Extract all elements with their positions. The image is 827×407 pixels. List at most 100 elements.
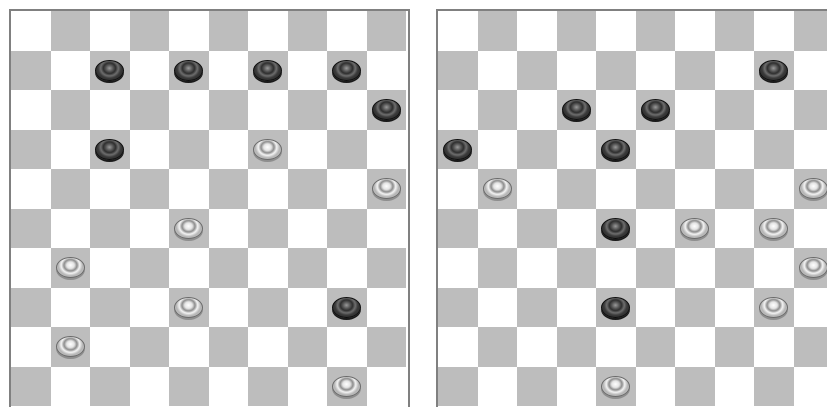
white-checker-piece[interactable] bbox=[56, 257, 85, 278]
board-square-dark[interactable] bbox=[478, 248, 518, 288]
board-square-dark[interactable] bbox=[90, 288, 130, 328]
board-square-dark[interactable] bbox=[715, 169, 755, 209]
white-checker-piece[interactable] bbox=[174, 218, 203, 239]
white-checker-piece[interactable] bbox=[799, 257, 827, 278]
board-square-dark[interactable] bbox=[517, 288, 557, 328]
board-square-dark[interactable] bbox=[11, 51, 51, 91]
white-checker-piece[interactable] bbox=[174, 297, 203, 318]
white-checker-piece[interactable] bbox=[799, 178, 827, 199]
board-square-dark[interactable] bbox=[517, 51, 557, 91]
board-square-dark[interactable] bbox=[367, 327, 407, 367]
board-square-dark[interactable] bbox=[557, 248, 597, 288]
board-square-dark[interactable] bbox=[209, 169, 249, 209]
white-checker-piece[interactable] bbox=[372, 178, 401, 199]
board-square-dark[interactable] bbox=[327, 209, 367, 249]
board-square-dark[interactable] bbox=[675, 367, 715, 407]
board-square-dark[interactable] bbox=[794, 90, 827, 130]
board-square-dark[interactable] bbox=[130, 248, 170, 288]
board-square-dark[interactable] bbox=[288, 11, 328, 51]
board-square-dark[interactable] bbox=[288, 90, 328, 130]
black-checker-piece[interactable] bbox=[562, 99, 591, 120]
board-square-dark[interactable] bbox=[517, 209, 557, 249]
white-checker-piece[interactable] bbox=[680, 218, 709, 239]
white-checker-piece[interactable] bbox=[253, 139, 282, 160]
board-square-dark[interactable] bbox=[90, 367, 130, 407]
white-checker-piece[interactable] bbox=[759, 218, 788, 239]
board-square-dark[interactable] bbox=[636, 169, 676, 209]
board-square-dark[interactable] bbox=[130, 327, 170, 367]
black-checker-piece[interactable] bbox=[174, 60, 203, 81]
board-square-dark[interactable] bbox=[11, 367, 51, 407]
board-square-dark[interactable] bbox=[715, 327, 755, 367]
board-square-dark[interactable] bbox=[438, 288, 478, 328]
black-checker-piece[interactable] bbox=[95, 60, 124, 81]
board-square-dark[interactable] bbox=[438, 51, 478, 91]
board-square-dark[interactable] bbox=[288, 327, 328, 367]
black-checker-piece[interactable] bbox=[332, 60, 361, 81]
board-square-dark[interactable] bbox=[794, 11, 827, 51]
board-square-dark[interactable] bbox=[557, 327, 597, 367]
board-square-dark[interactable] bbox=[51, 169, 91, 209]
board-square-dark[interactable] bbox=[90, 209, 130, 249]
board-square-dark[interactable] bbox=[51, 90, 91, 130]
white-checker-piece[interactable] bbox=[56, 336, 85, 357]
board-square-dark[interactable] bbox=[209, 90, 249, 130]
right-checkerboard[interactable] bbox=[436, 9, 827, 407]
white-checker-piece[interactable] bbox=[483, 178, 512, 199]
black-checker-piece[interactable] bbox=[372, 99, 401, 120]
black-checker-piece[interactable] bbox=[759, 60, 788, 81]
white-checker-piece[interactable] bbox=[759, 297, 788, 318]
board-square-dark[interactable] bbox=[11, 288, 51, 328]
board-square-dark[interactable] bbox=[636, 248, 676, 288]
board-square-dark[interactable] bbox=[557, 169, 597, 209]
left-checkerboard[interactable] bbox=[9, 9, 410, 407]
board-square-dark[interactable] bbox=[169, 367, 209, 407]
black-checker-piece[interactable] bbox=[601, 139, 630, 160]
board-square-dark[interactable] bbox=[209, 248, 249, 288]
board-square-dark[interactable] bbox=[248, 209, 288, 249]
black-checker-piece[interactable] bbox=[601, 218, 630, 239]
board-square-dark[interactable] bbox=[636, 327, 676, 367]
board-square-dark[interactable] bbox=[130, 90, 170, 130]
board-square-dark[interactable] bbox=[11, 130, 51, 170]
board-square-dark[interactable] bbox=[327, 130, 367, 170]
board-square-dark[interactable] bbox=[209, 327, 249, 367]
board-square-dark[interactable] bbox=[288, 169, 328, 209]
board-square-dark[interactable] bbox=[557, 11, 597, 51]
board-square-dark[interactable] bbox=[754, 130, 794, 170]
board-square-dark[interactable] bbox=[11, 209, 51, 249]
board-square-dark[interactable] bbox=[438, 367, 478, 407]
board-square-dark[interactable] bbox=[596, 51, 636, 91]
black-checker-piece[interactable] bbox=[332, 297, 361, 318]
board-square-dark[interactable] bbox=[517, 130, 557, 170]
board-square-dark[interactable] bbox=[130, 169, 170, 209]
board-square-dark[interactable] bbox=[675, 130, 715, 170]
white-checker-piece[interactable] bbox=[332, 376, 361, 397]
board-square-dark[interactable] bbox=[754, 367, 794, 407]
board-square-dark[interactable] bbox=[367, 11, 407, 51]
board-square-dark[interactable] bbox=[209, 11, 249, 51]
board-square-dark[interactable] bbox=[636, 11, 676, 51]
board-square-dark[interactable] bbox=[51, 11, 91, 51]
black-checker-piece[interactable] bbox=[601, 297, 630, 318]
black-checker-piece[interactable] bbox=[443, 139, 472, 160]
board-square-dark[interactable] bbox=[517, 367, 557, 407]
board-square-dark[interactable] bbox=[288, 248, 328, 288]
board-square-dark[interactable] bbox=[248, 367, 288, 407]
board-square-dark[interactable] bbox=[130, 11, 170, 51]
white-checker-piece[interactable] bbox=[601, 376, 630, 397]
board-square-dark[interactable] bbox=[438, 209, 478, 249]
board-square-dark[interactable] bbox=[675, 51, 715, 91]
board-square-dark[interactable] bbox=[478, 11, 518, 51]
board-square-dark[interactable] bbox=[478, 327, 518, 367]
black-checker-piece[interactable] bbox=[253, 60, 282, 81]
board-square-dark[interactable] bbox=[248, 288, 288, 328]
black-checker-piece[interactable] bbox=[95, 139, 124, 160]
board-square-dark[interactable] bbox=[715, 90, 755, 130]
board-square-dark[interactable] bbox=[675, 288, 715, 328]
board-square-dark[interactable] bbox=[794, 327, 827, 367]
black-checker-piece[interactable] bbox=[641, 99, 670, 120]
board-square-dark[interactable] bbox=[478, 90, 518, 130]
board-square-dark[interactable] bbox=[715, 11, 755, 51]
board-square-dark[interactable] bbox=[169, 130, 209, 170]
